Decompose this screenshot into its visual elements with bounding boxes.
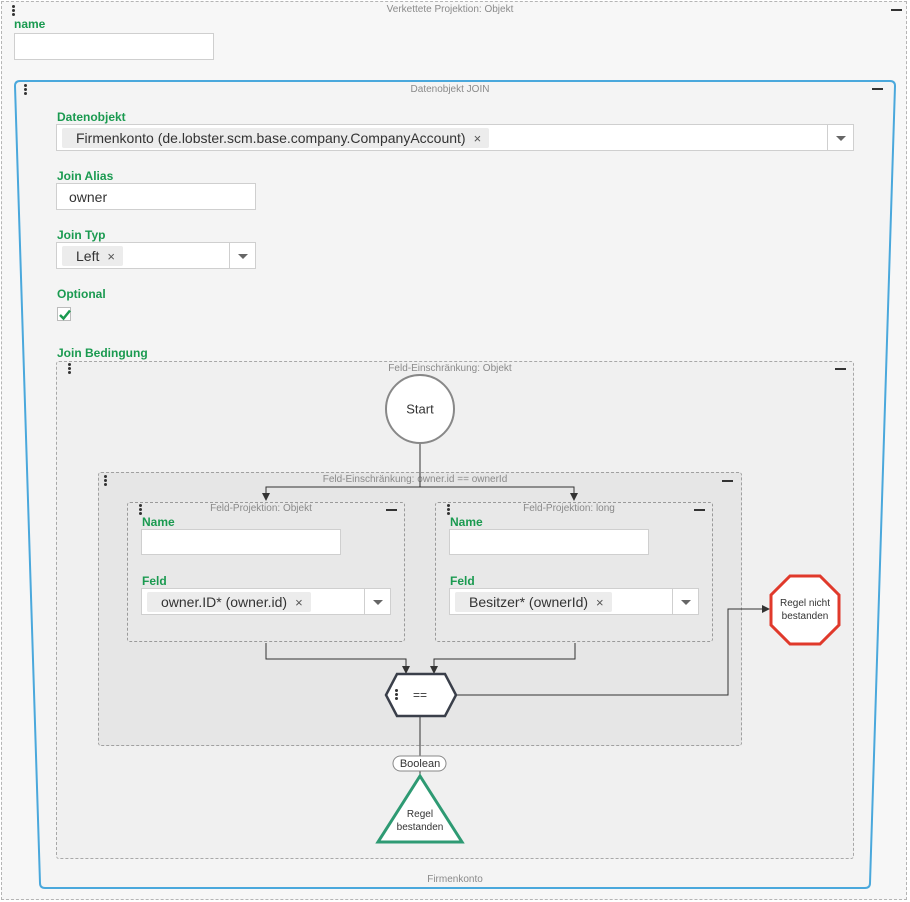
- datenobjekt-value: Firmenkonto (de.lobster.scm.base.company…: [76, 130, 466, 146]
- outer-name-label: name: [14, 17, 46, 31]
- left-feld-value: owner.ID* (owner.id): [161, 594, 288, 610]
- join-typ-dropdown-icon[interactable]: [229, 243, 255, 268]
- right-feld-value: Besitzer* (ownerId): [469, 594, 589, 610]
- right-feld-chip: Besitzer* (ownerId) ×: [455, 592, 612, 612]
- datenobjekt-select[interactable]: Firmenkonto (de.lobster.scm.base.company…: [56, 124, 854, 151]
- join-typ-value: Left: [76, 248, 100, 264]
- join-drag-handle[interactable]: [24, 84, 28, 96]
- left-projection-title: Feld-Projektion: Objekt: [210, 503, 312, 514]
- join-alias-label: Join Alias: [57, 169, 114, 183]
- start-node: [385, 374, 455, 444]
- datenobjekt-dropdown-icon[interactable]: [827, 125, 853, 150]
- pass-node: [375, 773, 465, 844]
- operator-label[interactable]: ==: [412, 688, 428, 702]
- outer-collapse-button[interactable]: [891, 9, 902, 11]
- boolean-label: Boolean: [399, 758, 441, 770]
- operator-node: [384, 672, 458, 718]
- wire-right-to-operator: [430, 643, 576, 674]
- outer-panel-title: Verkettete Projektion: Objekt: [386, 4, 514, 15]
- datenobjekt-chip: Firmenkonto (de.lobster.scm.base.company…: [62, 128, 490, 148]
- right-projection-panel: [435, 502, 713, 642]
- wire-left-to-operator: [265, 643, 410, 674]
- comparison-title: Feld-Einschränkung: owner.id == ownerId: [322, 474, 508, 485]
- feld-einschraenkung-title: Feld-Einschränkung: Objekt: [388, 363, 512, 374]
- join-panel-title: Datenobjekt JOIN: [410, 84, 490, 95]
- remove-datenobjekt-icon[interactable]: ×: [473, 130, 482, 146]
- operator-drag-handle[interactable]: [395, 689, 399, 701]
- remove-right-feld-icon[interactable]: ×: [596, 594, 604, 610]
- comparison-drag-handle[interactable]: [104, 475, 108, 487]
- outer-name-input[interactable]: [14, 33, 214, 60]
- right-feld-dropdown-icon[interactable]: [672, 589, 698, 614]
- wire-operator-to-fail: [456, 605, 770, 696]
- left-name-label: Name: [142, 515, 175, 529]
- join-footer-label: Firmenkonto: [427, 874, 483, 885]
- left-projection-collapse-button[interactable]: [386, 509, 397, 511]
- join-typ-chip: Left ×: [62, 246, 123, 266]
- left-projection-panel: [127, 502, 405, 642]
- right-name-input[interactable]: [449, 529, 649, 555]
- left-feld-chip: owner.ID* (owner.id) ×: [147, 592, 311, 612]
- left-projection-drag-handle[interactable]: [139, 504, 143, 516]
- datenobjekt-label: Datenobjekt: [57, 110, 126, 124]
- right-projection-title: Feld-Projektion: long: [523, 503, 615, 514]
- boolean-pill: [392, 755, 447, 772]
- right-projection-collapse-button[interactable]: [694, 509, 705, 511]
- feld-einschraenkung-collapse-button[interactable]: [835, 368, 846, 370]
- checkmark-icon: [59, 309, 71, 321]
- left-feld-dropdown-icon[interactable]: [364, 589, 390, 614]
- comparison-collapse-button[interactable]: [722, 480, 733, 482]
- left-feld-label: Feld: [142, 574, 167, 588]
- join-bedingung-label: Join Bedingung: [57, 346, 148, 360]
- optional-checkbox[interactable]: [57, 307, 71, 321]
- right-feld-label: Feld: [450, 574, 475, 588]
- fail-node-label[interactable]: Regel nicht bestanden: [779, 598, 831, 622]
- fail-node: [769, 574, 841, 646]
- right-name-label: Name: [450, 515, 483, 529]
- join-typ-label: Join Typ: [57, 228, 106, 242]
- remove-join-typ-icon[interactable]: ×: [107, 248, 115, 264]
- join-collapse-button[interactable]: [872, 88, 883, 90]
- right-feld-select[interactable]: Besitzer* (ownerId) ×: [449, 588, 699, 615]
- feld-einschraenkung-drag-handle[interactable]: [68, 363, 72, 375]
- optional-label: Optional: [57, 287, 106, 301]
- wire-to-left-projection: [262, 486, 420, 501]
- outer-drag-handle[interactable]: [12, 5, 16, 17]
- pass-node-label[interactable]: Regel bestanden: [396, 809, 444, 833]
- start-node-label[interactable]: Start: [406, 401, 434, 417]
- remove-left-feld-icon[interactable]: ×: [295, 594, 303, 610]
- left-name-input[interactable]: [141, 529, 341, 555]
- right-projection-drag-handle[interactable]: [447, 504, 451, 516]
- join-typ-select[interactable]: Left ×: [56, 242, 256, 269]
- left-feld-select[interactable]: owner.ID* (owner.id) ×: [141, 588, 391, 615]
- join-alias-input[interactable]: owner: [56, 183, 256, 210]
- wire-to-right-projection: [420, 486, 578, 501]
